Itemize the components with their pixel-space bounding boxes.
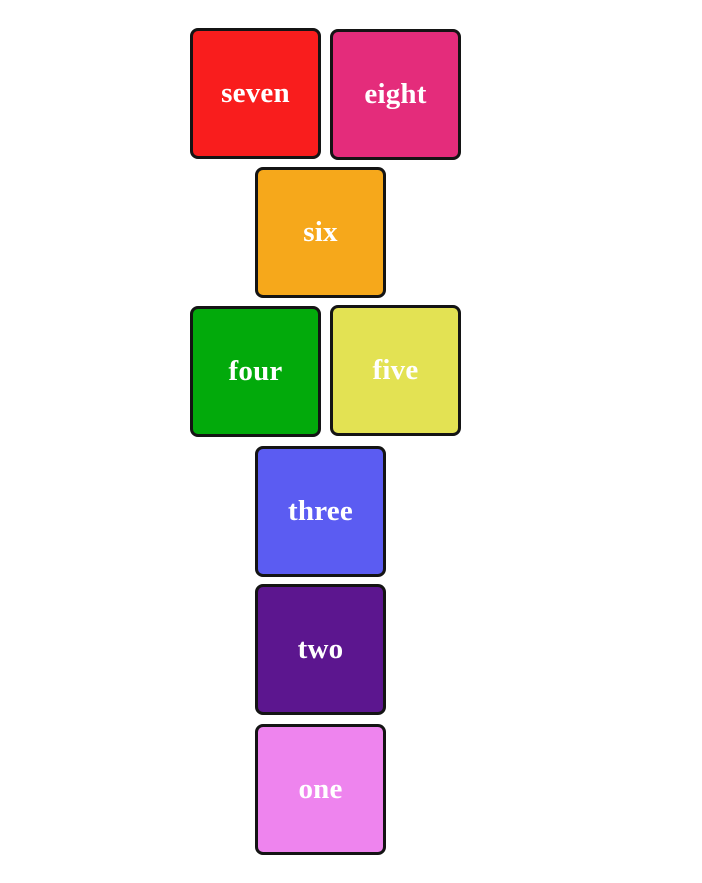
tile-label-one: one [298,773,343,805]
tile-one[interactable]: one [255,724,386,855]
tile-label-five: five [372,354,419,386]
tile-label-seven: seven [221,77,290,109]
tile-seven[interactable]: seven [190,28,321,159]
tile-label-six: six [303,216,338,248]
tile-label-four: four [228,355,283,387]
tile-eight[interactable]: eight [330,29,461,160]
tile-three[interactable]: three [255,446,386,577]
tile-label-three: three [288,495,353,527]
tile-label-two: two [297,633,344,665]
tile-label-eight: eight [364,78,427,110]
tile-five[interactable]: five [330,305,461,436]
tile-four[interactable]: four [190,306,321,437]
tile-six[interactable]: six [255,167,386,298]
tile-two[interactable]: two [255,584,386,715]
